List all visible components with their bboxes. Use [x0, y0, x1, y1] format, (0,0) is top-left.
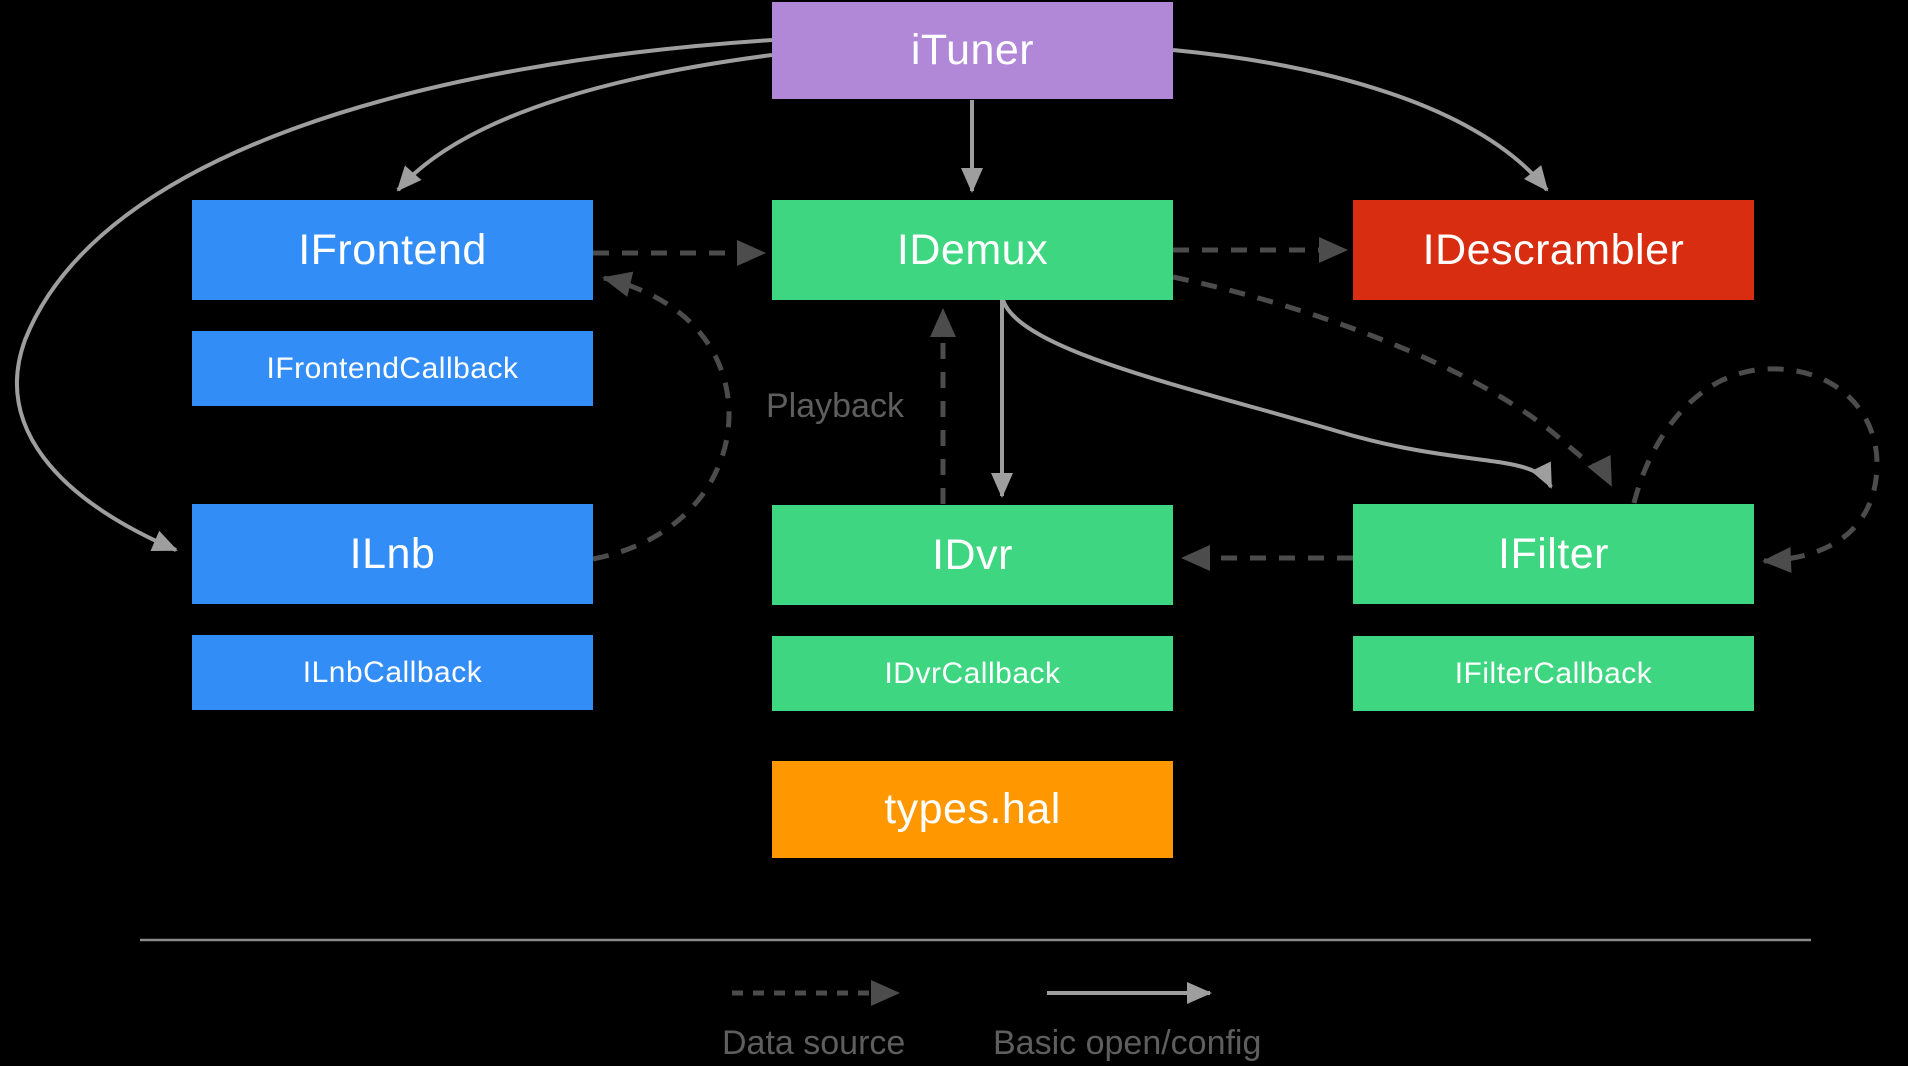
node-ifilter: IFilter — [1353, 504, 1754, 604]
node-idescrambler: IDescrambler — [1353, 200, 1754, 300]
edge-ilnb-to-ifrontend-dashed-arrow — [592, 271, 732, 562]
edge-ituner-to-ifrontend-solid-arrow — [396, 53, 773, 192]
node-ituner: iTuner — [772, 2, 1173, 99]
node-ilnb: ILnb — [192, 504, 593, 604]
edge-ituner-to-ilnb-solid-arrow — [15, 38, 773, 552]
node-idvr-callback: IDvrCallback — [772, 636, 1173, 711]
edge-idemux-to-ifilter-solid-arrow — [1001, 299, 1553, 489]
edge-ifilter-self-loop-dashed-arrow — [1631, 366, 1880, 573]
node-ifrontend-callback: IFrontendCallback — [192, 331, 593, 406]
playback-edge-label: Playback — [766, 387, 904, 425]
edge-ituner-to-idescrambler-solid-arrow — [1172, 48, 1549, 192]
node-ifilter-callback: IFilterCallback — [1353, 636, 1754, 711]
node-ifrontend: IFrontend — [192, 200, 593, 300]
legend-data-source-label: Data source — [722, 1024, 906, 1062]
node-types-hal: types.hal — [772, 761, 1173, 858]
legend-basic-open-config-label: Basic open/config — [993, 1024, 1262, 1062]
node-idemux: IDemux — [772, 200, 1173, 300]
node-ilnb-callback: ILnbCallback — [192, 635, 593, 710]
node-idvr: IDvr — [772, 505, 1173, 605]
edge-idemux-to-ifilter-dashed-arrow — [1172, 274, 1614, 487]
